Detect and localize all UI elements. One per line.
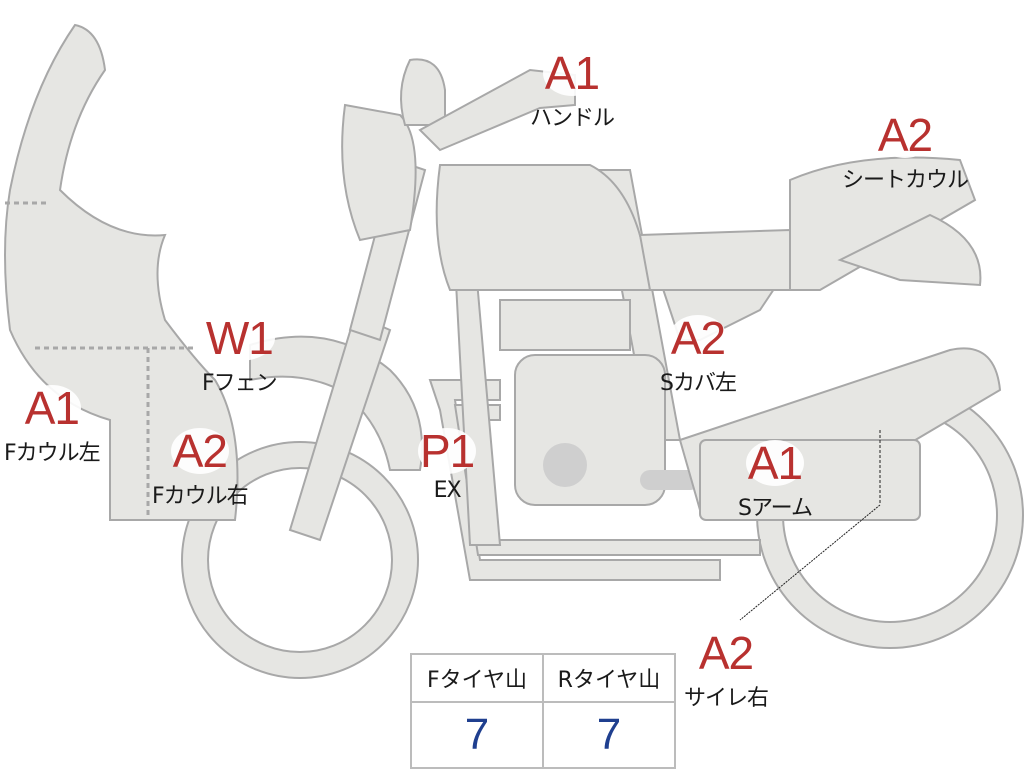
label-code: P1 — [418, 425, 477, 477]
rear-tire-value: 7 — [542, 701, 676, 769]
label-code: A1 — [542, 47, 602, 99]
label-code: A2 — [696, 627, 756, 679]
label-silencer-right: A2 サイレ右 — [684, 627, 769, 712]
label-name: Fカウル右 — [152, 484, 249, 509]
label-name: Sカバ左 — [660, 371, 737, 396]
label-code: W1 — [203, 312, 275, 364]
mirror — [400, 58, 446, 126]
engine-top — [499, 299, 631, 351]
label-name: ハンドル — [530, 106, 615, 131]
label-code: A2 — [875, 109, 935, 161]
label-f-cowl-left: A1 Fカウル左 — [4, 382, 101, 467]
label-code: A2 — [170, 425, 229, 477]
label-name: Sアーム — [738, 496, 813, 521]
label-code: A1 — [745, 437, 805, 489]
seat — [638, 228, 791, 291]
label-code: A2 — [668, 312, 728, 364]
tire-tread-table: Fタイヤ山 Rタイヤ山 7 7 — [410, 653, 676, 769]
label-f-fender: W1 Fフェン — [202, 312, 278, 397]
label-f-cowl-right: A2 Fカウル右 — [152, 425, 249, 510]
headlight — [341, 103, 417, 242]
front-tire-value: 7 — [410, 701, 544, 769]
label-name: シートカウル — [842, 168, 969, 193]
exhaust-pipe — [428, 379, 721, 581]
rear-tire-header: Rタイヤ山 — [542, 653, 676, 703]
label-name: Fフェン — [202, 371, 278, 396]
label-name: サイレ右 — [684, 686, 769, 711]
front-tire-header: Fタイヤ山 — [410, 653, 544, 703]
label-name: Fカウル左 — [4, 441, 101, 466]
front-wheel — [182, 442, 418, 678]
label-name: EX — [433, 478, 462, 503]
label-ex: P1 EX — [418, 425, 477, 503]
label-seat-cowl: A2 シートカウル — [842, 109, 969, 194]
label-code: A1 — [22, 382, 81, 434]
handlebar-shape — [418, 68, 576, 152]
label-s-arm: A1 Sアーム — [738, 437, 813, 522]
label-s-cover-left: A2 Sカバ左 — [660, 312, 737, 397]
label-handle: A1 ハンドル — [530, 47, 615, 132]
